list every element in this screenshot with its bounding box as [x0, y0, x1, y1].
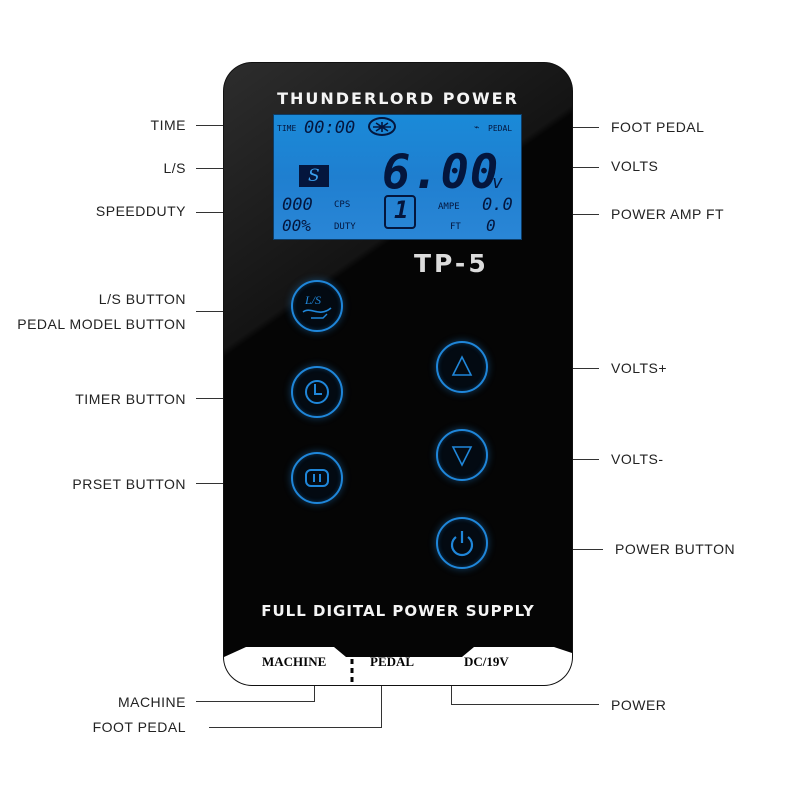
callout-time: TIME — [150, 117, 186, 133]
ls-pedal-model-button[interactable]: L/S — [291, 280, 343, 332]
callout-power-button-line — [543, 549, 603, 550]
lcd-cps-label: CPS — [334, 200, 351, 210]
callout-ls-button: L/S BUTTON — [98, 291, 186, 307]
lcd-preset-box — [384, 195, 416, 229]
lcd-duty-value: 00% — [282, 216, 311, 235]
volts-up-button[interactable] — [436, 341, 488, 393]
triangle-up-icon — [451, 355, 473, 376]
callout-power: POWER — [611, 697, 667, 713]
lcd-cps-value: 000 — [282, 195, 313, 215]
callout-volts-minus: VOLTS- — [611, 451, 664, 467]
brand-name: THUNDERLORD POWER — [277, 89, 519, 108]
clock-icon — [305, 380, 329, 404]
callout-foot-pedal-bottom: FOOT PEDAL — [92, 719, 186, 735]
callout-foot-pedal-top: FOOT PEDAL — [611, 119, 705, 135]
model-name: TP-5 — [414, 249, 489, 278]
callout-foot-pedal-bottom-line-v — [381, 684, 382, 728]
svg-text:L/S: L/S — [304, 293, 321, 307]
port-machine: MACHINE — [262, 654, 327, 669]
lcd-voltage-unit: v — [492, 172, 503, 193]
lcd-display: TIME 00:00 PEDAL ⌁ S 6.00 v 000 CPS 00% … — [273, 114, 522, 240]
lcd-pedal-icon: ⌁ — [474, 123, 480, 133]
callout-power-line-v — [451, 684, 452, 705]
callout-power-button: POWER BUTTON — [615, 541, 736, 557]
port-dc: DC/19V — [464, 654, 509, 669]
lcd-preset-number: 1 — [394, 196, 409, 224]
triangle-down-icon — [451, 446, 473, 467]
lcd-pedal-label: PEDAL — [488, 124, 513, 133]
ls-icon: L/S — [302, 293, 332, 319]
callout-power-line-h — [451, 704, 599, 705]
callout-volts: VOLTS — [611, 158, 659, 174]
callout-machine: MACHINE — [117, 694, 186, 710]
callout-pedal-model-button: PEDAL MODEL BUTTON — [17, 316, 186, 332]
callout-power-amp-ft: POWER AMP FT — [611, 206, 725, 222]
lcd-ft-label: FT — [450, 222, 461, 232]
volts-down-button[interactable] — [436, 429, 488, 481]
lcd-ampe-label: AMPE — [438, 202, 460, 212]
callout-machine-line-h — [196, 701, 314, 702]
lcd-ampe-value: 0.0 — [482, 195, 513, 215]
callout-ls: L/S — [163, 160, 186, 176]
callout-foot-pedal-bottom-line-h — [209, 727, 381, 728]
power-button[interactable] — [436, 517, 488, 569]
lcd-mode: S — [308, 166, 320, 186]
port-strip: MACHINE PEDAL DC/19V — [224, 637, 572, 685]
callout-volts-plus: VOLTS+ — [611, 360, 668, 376]
port-pedal: PEDAL — [370, 654, 415, 669]
port-strip-background — [224, 647, 572, 685]
lcd-voltage: 6.00 — [382, 145, 500, 200]
tagline: FULL DIGITAL POWER SUPPLY — [261, 602, 535, 620]
timer-button[interactable] — [291, 366, 343, 418]
callout-timer-button: TIMER BUTTON — [75, 391, 186, 407]
callout-prset-button: PRSET BUTTON — [72, 476, 186, 492]
lcd-time-label: TIME — [277, 124, 297, 133]
lcd-duty-label: DUTY — [334, 222, 356, 232]
preset-icon — [305, 469, 329, 487]
power-icon — [450, 531, 474, 557]
lcd-time-value: 00:00 — [304, 118, 356, 138]
preset-button[interactable] — [291, 452, 343, 504]
callout-speedduty: SPEEDDUTY — [95, 203, 186, 219]
lcd-mode-box — [299, 165, 329, 187]
power-supply-device: THUNDERLORD POWER TIME 00:00 PEDAL ⌁ S 6… — [224, 63, 572, 685]
lcd-pedal-indicator-icon — [368, 117, 396, 136]
callout-machine-line-v — [314, 684, 315, 702]
lcd-ft-value: 0 — [486, 216, 496, 235]
